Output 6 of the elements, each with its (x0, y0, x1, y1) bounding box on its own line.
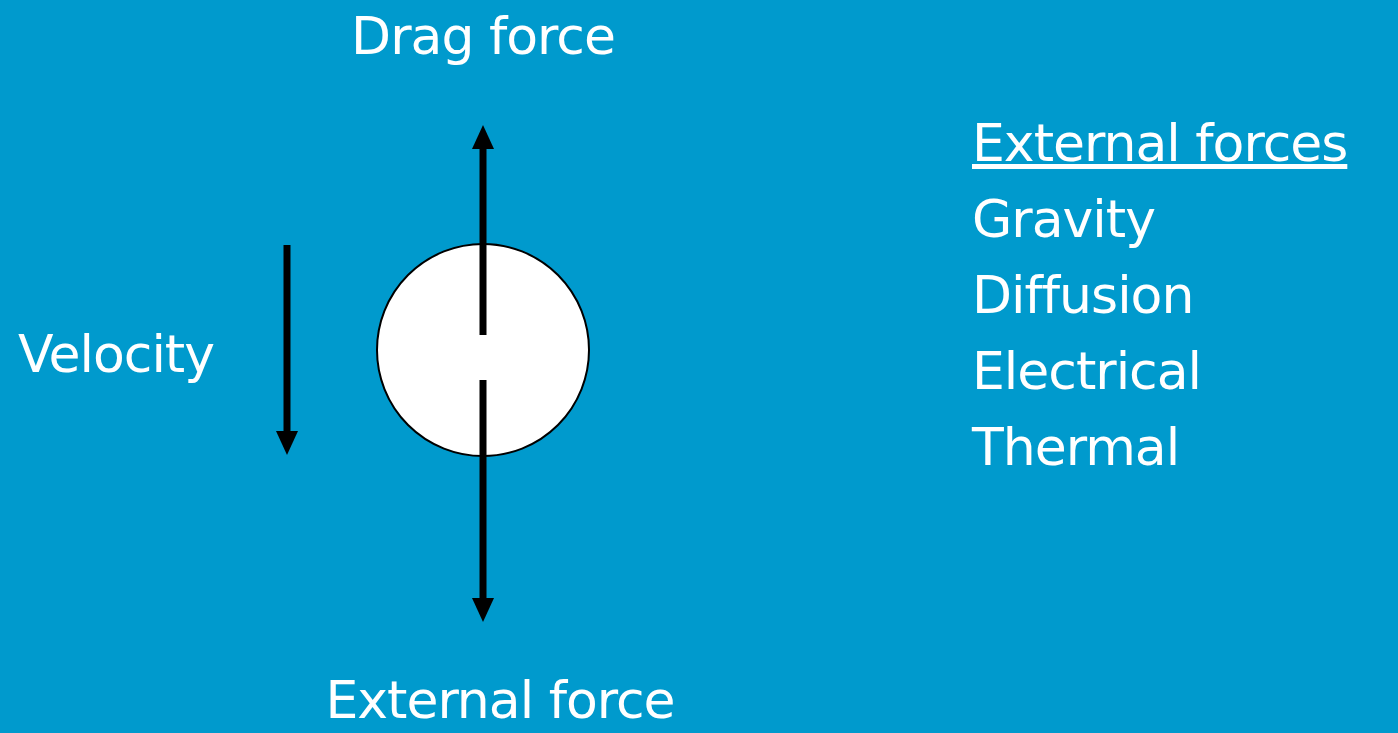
list-item: Diffusion (972, 269, 1194, 321)
list-item: Thermal (972, 421, 1180, 473)
list-heading: External forces (972, 117, 1348, 169)
force-label: External force (325, 674, 675, 726)
particle-circle (376, 243, 590, 457)
list-item: Electrical (972, 345, 1201, 397)
